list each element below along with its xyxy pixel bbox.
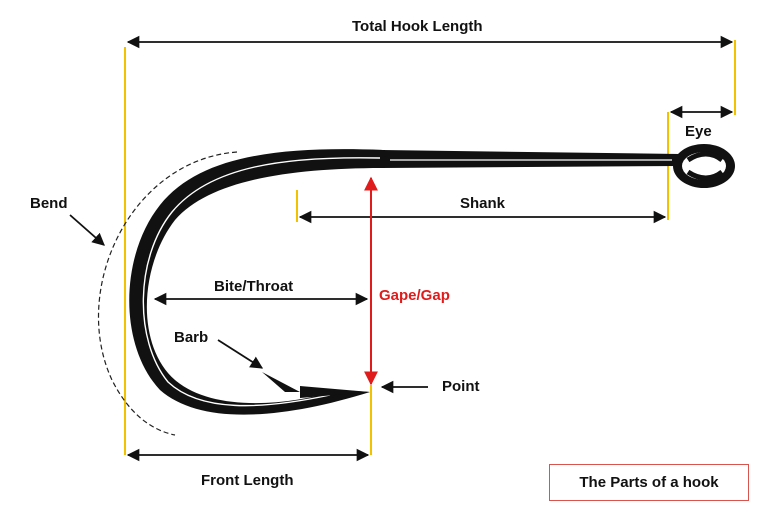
label-bite-throat: Bite/Throat (214, 278, 294, 295)
label-eye: Eye (685, 123, 712, 140)
hook-shank (382, 150, 680, 168)
guide-lines (124, 40, 736, 455)
barb-pointer (217, 339, 264, 369)
hook-point (300, 386, 370, 398)
bend-dashed-arc (97, 151, 238, 436)
label-gape-gap: Gape/Gap (379, 287, 450, 304)
bend-pointer (69, 214, 105, 246)
label-bend: Bend (30, 195, 68, 212)
hook-barb (262, 372, 300, 392)
label-point: Point (442, 378, 480, 395)
hook-eye-wire (686, 151, 724, 181)
caption-text: The Parts of a hook (579, 474, 719, 491)
label-front-length: Front Length (201, 472, 294, 489)
label-total-hook-length: Total Hook Length (352, 18, 483, 35)
hook-shape (129, 144, 735, 415)
caption-box: The Parts of a hook (549, 464, 749, 501)
label-barb: Barb (174, 329, 209, 346)
label-shank: Shank (460, 195, 506, 212)
